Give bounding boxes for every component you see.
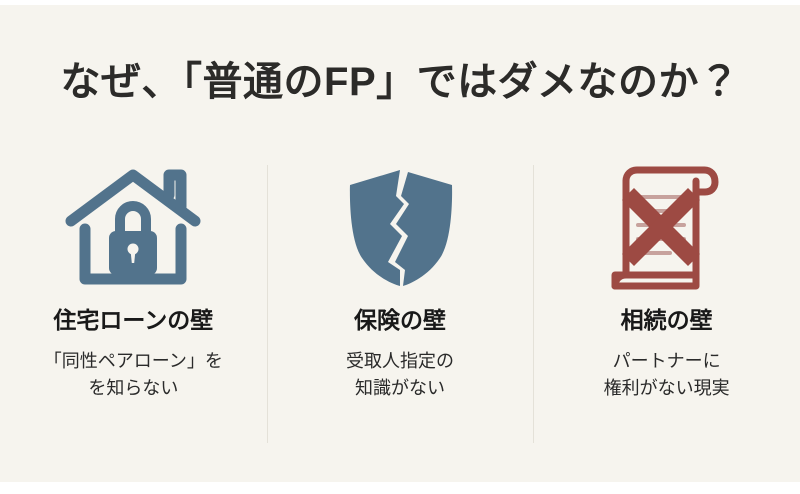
pillar-heading: 相続の壁 (620, 307, 713, 333)
pillar-body-line: 「同性ペアローン」を (43, 350, 223, 371)
pillar-heading: 保険の壁 (354, 307, 446, 333)
pillar-body-line: 受取人指定の (346, 350, 454, 371)
pillar-column-insurance: 保険の壁 受取人指定の 知識がない (266, 163, 534, 453)
pillar-body-line: を知らない (88, 377, 179, 398)
pillar-column-inheritance: 相続の壁 パートナーに 権利がない現実 (533, 163, 800, 453)
pillar-body: パートナーに 権利がない現実 (604, 348, 730, 403)
scroll-rejected-icon (604, 163, 730, 291)
page-title: なぜ、「普通のFP」ではダメなのか？ (60, 60, 740, 104)
cracked-shield-icon (344, 163, 456, 291)
pillar-heading: 住宅ローンの壁 (53, 307, 214, 333)
pillar-body: 受取人指定の 知識がない (346, 348, 454, 403)
pillar-column-housing-loan: 住宅ローンの壁 「同性ペアローン」を を知らない (0, 163, 267, 453)
house-lock-icon (63, 163, 203, 291)
pillar-body-line: 権利がない現実 (603, 377, 730, 398)
pillar-body-line: パートナーに (612, 350, 721, 371)
slide-canvas: なぜ、「普通のFP」ではダメなのか？ (0, 5, 800, 482)
pillar-body-line: 知識がない (355, 377, 445, 398)
pillar-columns: 住宅ローンの壁 「同性ペアローン」を を知らない 保険の壁 (0, 163, 800, 453)
pillar-body: 「同性ペアローン」を を知らない (44, 348, 223, 403)
